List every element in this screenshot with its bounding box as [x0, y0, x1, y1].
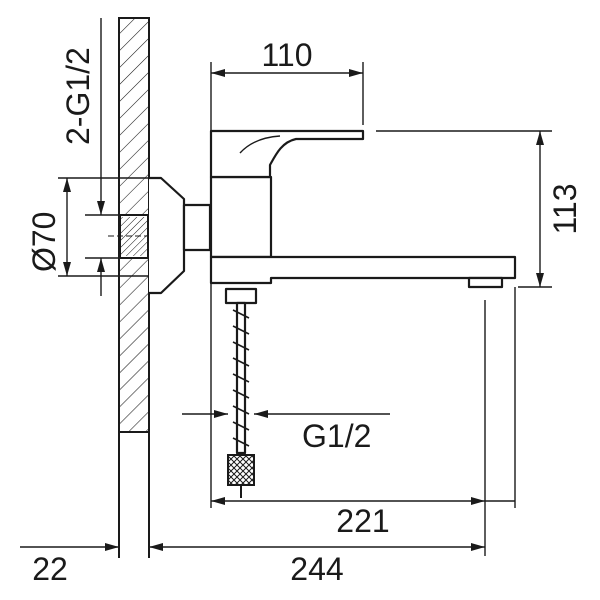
dim-handle-width: 110: [210, 37, 364, 131]
dim-thread-arrow-bottom: [97, 258, 105, 272]
dim-113-arrow-top: [536, 131, 544, 145]
hose-braid: [232, 309, 250, 447]
dim-spout-reach: 221: [210, 283, 516, 556]
dim-g12-arrow-left: [214, 410, 228, 418]
flange-outline: [149, 176, 186, 295]
lever-handle: [209, 129, 365, 179]
aerator: [467, 276, 504, 289]
dim-diameter-arrow-bottom: [63, 262, 71, 276]
dim-flange-diameter: Ø70: [26, 177, 149, 277]
dim-thread-connection: 2-G1/2: [60, 18, 120, 296]
label-spout-reach: 221: [336, 503, 389, 539]
label-flange-diameter: Ø70: [26, 212, 62, 272]
hose-end-fitting: [227, 454, 255, 486]
connection-thread: [121, 217, 147, 256]
valve-body: [209, 175, 273, 259]
dim-g12-arrow-right: [254, 410, 268, 418]
cover-flange: [149, 176, 212, 295]
label-thread-connection: 2-G1/2: [60, 47, 96, 145]
label-hose-thread: G1/2: [302, 418, 371, 454]
eccentric-nut: [182, 203, 212, 252]
label-handle-width: 110: [261, 37, 312, 73]
dim-wall-offset: 22: [20, 543, 119, 587]
wall-connection: [108, 214, 160, 259]
label-total-height: 113: [547, 183, 583, 234]
dim-244-arrow-right: [471, 543, 485, 551]
dim-diameter-arrow-top: [63, 178, 71, 192]
dim-thread-arrow-top: [97, 201, 105, 215]
dim-221-arrow-left: [211, 497, 225, 505]
dim-113-arrow-bottom: [536, 273, 544, 287]
hose-top-nut: [224, 287, 258, 305]
wall-section: [118, 17, 150, 558]
label-wall-offset: 22: [32, 551, 68, 587]
dim-244-arrow-left: [149, 543, 163, 551]
dim-hose-thread: G1/2: [182, 410, 390, 454]
dim-110-arrow-right: [349, 69, 363, 77]
dim-total-length: 244: [149, 543, 485, 587]
dim-221-arrow-right: [471, 497, 485, 505]
handle-contour: [239, 135, 281, 154]
dim-total-height: 113: [376, 130, 583, 288]
label-total-length: 244: [290, 551, 343, 587]
dim-110-arrow-left: [211, 69, 225, 77]
flexible-hose: [224, 287, 258, 498]
faucet-body: [209, 129, 517, 289]
dim-22-arrow: [105, 543, 119, 551]
